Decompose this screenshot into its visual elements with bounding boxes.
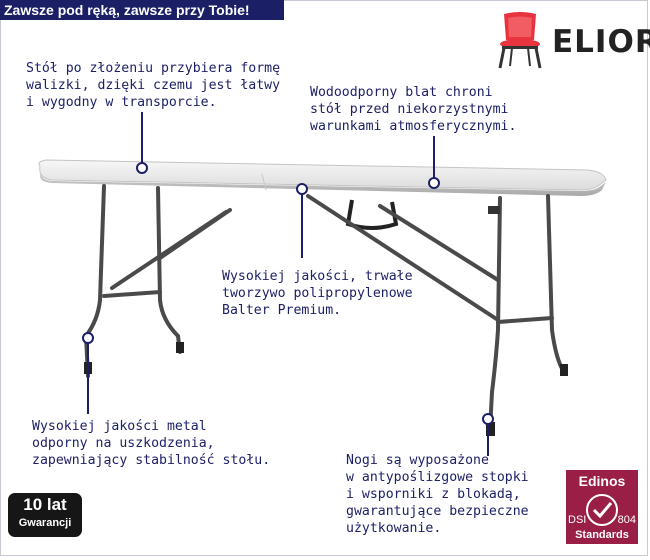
certificate-seal-icon — [586, 494, 618, 526]
warranty-label: Gwarancji — [18, 517, 72, 529]
certificate-name: Edinos — [578, 473, 626, 489]
warranty-years: 10 lat — [23, 495, 67, 514]
brand-name: ELIOR — [552, 24, 650, 60]
warranty-badge: 10 lat Gwarancji — [8, 493, 82, 537]
annotation-legs: Nogi są wyposażone w antypoślizgowe stop… — [346, 453, 529, 536]
certificate-dsi: DSI — [568, 514, 587, 526]
certificate-number: 804 — [617, 514, 636, 526]
annotation-material: Wysokiej jakości, trwałe tworzywo polipr… — [222, 269, 413, 318]
certificate-label: Standards — [575, 529, 629, 541]
annotation-folding: Stół po złożeniu przybiera formę walizki… — [26, 61, 281, 110]
chair-icon — [498, 12, 542, 69]
annotation-metal: Wysokiej jakości metal odporny na uszkod… — [32, 419, 271, 468]
annotation-waterproof: Wodoodporny blat chroni stół przed nieko… — [310, 85, 517, 134]
certificate-badge: Edinos DSI 804 Standards — [566, 470, 638, 544]
slogan-banner: Zawsze pod ręką, zawsze przy Tobie! — [0, 0, 284, 20]
